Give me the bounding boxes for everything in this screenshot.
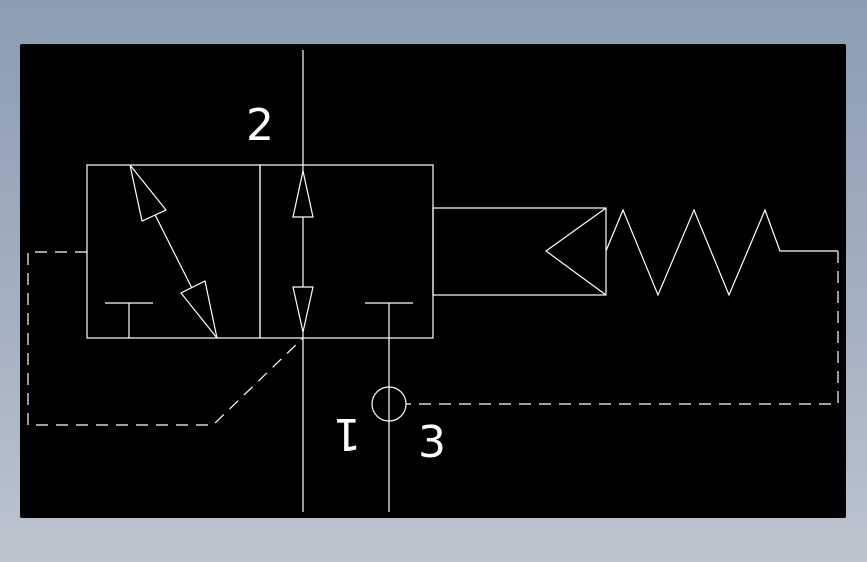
blocked-port-symbol-left [105,302,153,338]
port-label-exhaust: 3 [418,417,446,468]
pilot-line-right [406,251,839,405]
actuator-body [432,207,607,296]
port-label-outlet: 2 [246,100,274,151]
valve-right-position-box [259,164,434,339]
diagonal-flow-arrow [129,164,218,339]
port-label-inlet: 1 [333,408,361,459]
pilot-triangle [544,207,607,296]
return-spring [605,208,838,297]
pilot-line-left [27,251,304,426]
blocked-port-symbol-right [365,302,413,338]
vertical-flow-arrow [292,170,314,333]
